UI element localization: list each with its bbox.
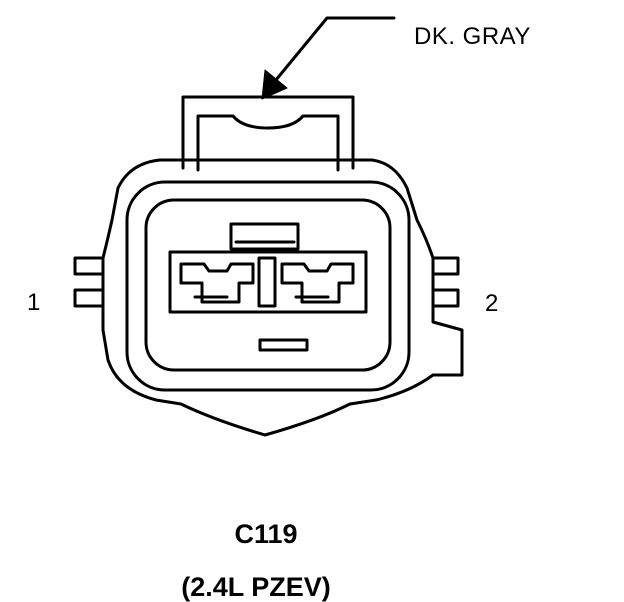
wire-color-leader <box>261 16 396 100</box>
side-latch-right <box>431 256 460 308</box>
wire-color-label: DK. GRAY <box>414 23 531 50</box>
terminal-cavity <box>168 250 368 314</box>
terminal-2 <box>280 262 355 304</box>
connector-note: (2.4L PZEV) <box>181 572 331 602</box>
side-latch-left <box>73 256 105 308</box>
pin-2-label: 2 <box>485 290 499 317</box>
pin-1-label: 1 <box>27 289 41 316</box>
connector-face <box>144 198 392 372</box>
connector-housing-outer <box>101 158 464 437</box>
key-tab <box>229 222 300 251</box>
locking-tab <box>181 95 355 172</box>
terminal-1 <box>179 262 255 304</box>
connector-id: C119 <box>234 519 298 549</box>
connector-seal-ring <box>125 180 411 392</box>
polarizing-slot <box>258 338 309 352</box>
